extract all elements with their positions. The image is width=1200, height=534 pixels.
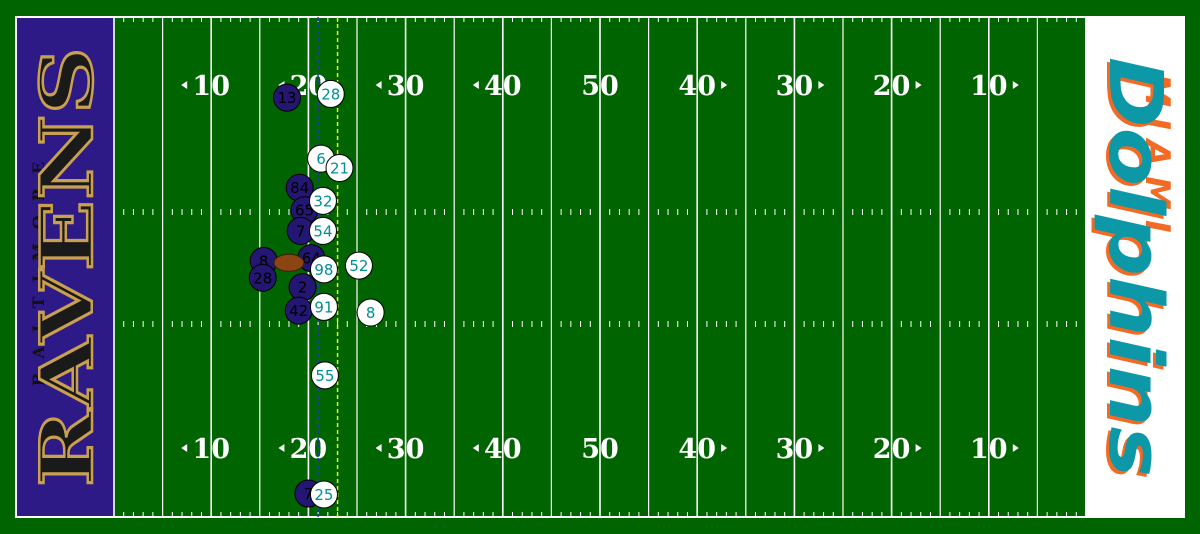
home-team-city: BALTIMORE (29, 148, 48, 386)
yard-number: 30 (387, 434, 425, 465)
player-marker (356, 298, 385, 327)
player-number: 91 (314, 298, 333, 316)
home-player-28: 28 (248, 263, 277, 292)
player-marker (325, 154, 354, 183)
player-number: 28 (321, 85, 340, 103)
player-number: 7 (296, 222, 306, 240)
player-marker (308, 186, 337, 215)
away-player-98: 98 (309, 255, 338, 284)
yard-number: 20 (290, 434, 328, 465)
yard-arrow-left (472, 81, 479, 89)
yard-arrow-right (1012, 81, 1019, 89)
away-team-name: Dolphins (1092, 57, 1178, 477)
player-marker (344, 251, 373, 280)
away-player-91: 91 (309, 292, 338, 321)
away-player-8: 8 (356, 298, 385, 327)
yard-number: 10 (970, 71, 1008, 102)
yard-number: 20 (873, 434, 911, 465)
yard-number: 40 (678, 71, 716, 102)
yard-number: 40 (484, 71, 522, 102)
home-endzone (16, 17, 114, 517)
yard-number: 40 (484, 434, 522, 465)
yard-number: 30 (387, 71, 425, 102)
yard-arrow-right (721, 444, 728, 452)
yard-number: 10 (192, 434, 230, 465)
player-marker (316, 79, 345, 108)
yard-number: 50 (581, 434, 619, 465)
player-number: 28 (253, 269, 272, 287)
yard-arrow-left (375, 444, 382, 452)
yard-number: 10 (192, 71, 230, 102)
player-number: 65 (295, 202, 314, 220)
player-marker (309, 255, 338, 284)
player-number: 54 (313, 222, 332, 240)
away-player-32: 32 (308, 186, 337, 215)
player-number: 8 (366, 304, 376, 322)
player-number: 8 (259, 252, 269, 270)
away-player-25: 25 (309, 480, 338, 509)
yard-number: 50 (581, 71, 619, 102)
player-number: 55 (315, 367, 334, 385)
yard-arrow-left (472, 444, 479, 452)
player-number: 21 (330, 160, 349, 178)
yard-number: 20 (873, 71, 911, 102)
yard-arrow-right (1012, 444, 1019, 452)
player-number: 2 (298, 279, 308, 297)
away-team-city: MIAMI (1137, 73, 1177, 242)
yard-number: 40 (678, 434, 716, 465)
player-number: 52 (349, 257, 368, 275)
away-endzone-name-group: Dolphins Dolphins (1089, 57, 1178, 480)
home-team-name: RAVENS (24, 47, 109, 487)
player-number: 84 (290, 179, 309, 197)
player-number: 98 (314, 261, 333, 279)
yard-arrow-right (818, 444, 825, 452)
away-player-21: 21 (325, 154, 354, 183)
yard-arrow-left (181, 444, 188, 452)
player-number: 6 (316, 150, 326, 168)
player-marker (309, 480, 338, 509)
player-number: 42 (289, 302, 308, 320)
yard-number: 30 (776, 71, 814, 102)
home-player-2: 2 (288, 273, 317, 302)
yard-arrow-right (915, 444, 922, 452)
player-marker (308, 216, 337, 245)
player-marker (310, 361, 339, 390)
yard-arrow-right (721, 81, 728, 89)
player-number: 25 (314, 486, 333, 504)
home-endzone-name-group: RAVENS (23, 46, 111, 489)
away-player-55: 55 (310, 361, 339, 390)
yard-number: 10 (970, 434, 1008, 465)
home-endzone-labels: BALTIMORE (29, 148, 48, 386)
home-player-84: 84 (285, 173, 314, 202)
yard-arrow-right (818, 81, 825, 89)
yard-arrow-left (278, 444, 285, 452)
player-number: 32 (313, 192, 332, 210)
ball-layer (273, 253, 305, 272)
yard-number: 30 (776, 434, 814, 465)
away-endzone-city-group: MIAMI (1137, 73, 1177, 242)
away-endzone (1086, 17, 1184, 517)
player-number: 13 (277, 89, 296, 107)
away-player-52: 52 (344, 251, 373, 280)
player-number: 7 (304, 485, 314, 503)
away-player-54: 54 (308, 216, 337, 245)
yard-arrow-right (915, 81, 922, 89)
player-marker (309, 292, 338, 321)
player-marker (248, 263, 277, 292)
home-player-13: 13 (273, 83, 302, 112)
player-marker (273, 83, 302, 112)
football (273, 253, 305, 272)
home-player-42: 42 (284, 296, 313, 325)
away-player-28: 28 (316, 79, 345, 108)
yard-arrow-left (181, 81, 188, 89)
away-team-name-shadow: Dolphins (1089, 60, 1175, 480)
yard-arrow-left (375, 81, 382, 89)
